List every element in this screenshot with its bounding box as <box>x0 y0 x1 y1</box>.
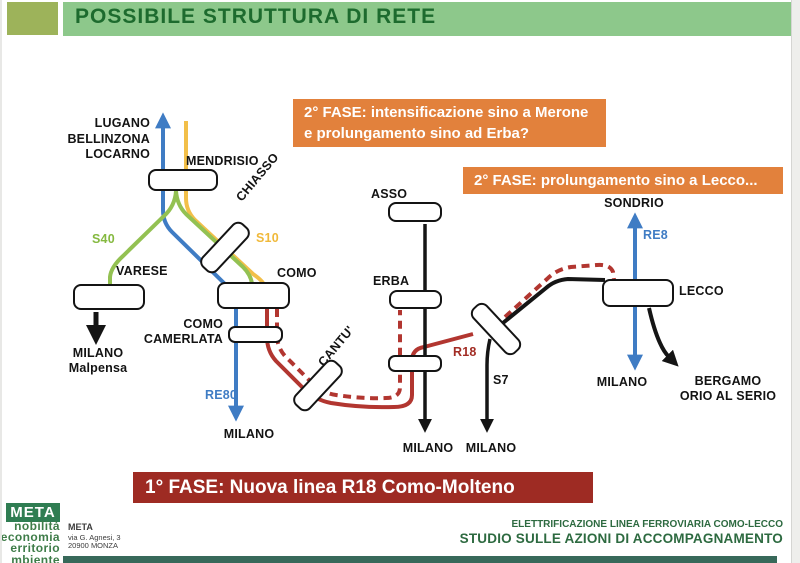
label-como: COMO <box>277 266 317 280</box>
arrow-lecco-bergamo <box>647 307 679 367</box>
label-milano-re8: MILANO <box>596 375 648 389</box>
line-s7-molteno-milano <box>480 338 494 433</box>
callout-fase2-merone-line2: e prolungamento sino ad Erba? <box>304 125 530 142</box>
title-bar <box>63 2 792 36</box>
page-title: POSSIBILE STRUTTURA DI RETE <box>75 5 437 28</box>
line-r18-dashed-como-erba <box>275 309 402 401</box>
label-line-s10: S10 <box>256 231 279 245</box>
label-asso: ASSO <box>371 187 408 201</box>
label-lecco: LECCO <box>679 284 724 298</box>
label-lugano-bellinzona-locarno: LUGANO BELLINZONA LOCARNO <box>67 116 150 161</box>
label-line-s40: S40 <box>92 232 115 246</box>
label-erba: ERBA <box>373 274 410 288</box>
station-box-merone <box>388 355 442 372</box>
station-box-lecco <box>602 279 674 307</box>
line-r18-dashed-molteno-lecco <box>503 262 616 319</box>
line-black-molteno-lecco <box>496 276 606 329</box>
label-line-re8: RE8 <box>643 228 668 242</box>
label-line-s7: S7 <box>493 373 509 387</box>
label-milano-malpensa: MILANO Malpensa <box>68 346 128 375</box>
label-bergamo-orio-al-serio: BERGAMO ORIO AL SERIO <box>679 374 777 403</box>
footer-bar <box>63 556 777 563</box>
scan-left-strip <box>0 0 2 563</box>
label-varese: VARESE <box>116 264 168 278</box>
meta-address: META via G. Agnesi, 3 20900 MONZA <box>68 522 121 550</box>
callout-fase2-merone-line1: 2° FASE: intensificazione sino a Merone <box>304 104 589 121</box>
callout-fase2-lecco: 2° FASE: prolungamento sino a Lecco... <box>463 167 783 194</box>
station-box-varese <box>73 284 145 310</box>
label-sondrio: SONDRIO <box>604 196 664 210</box>
scan-edge-line <box>791 0 792 563</box>
banner-fase1: 1° FASE: Nuova linea R18 Como-Molteno <box>133 472 593 503</box>
station-box-como-camerlata <box>228 326 283 343</box>
title-accent-square <box>7 2 58 35</box>
label-milano-asso: MILANO <box>402 441 454 455</box>
station-box-asso <box>388 202 442 222</box>
station-box-como <box>217 282 290 309</box>
project-title-block: ELETTRIFICAZIONE LINEA FERROVIARIA COMO-… <box>459 519 783 546</box>
line-s40-varese-branch <box>108 190 178 285</box>
callout-fase2-merone-erba: 2° FASE: intensificazione sino a Merone … <box>293 99 606 147</box>
scan-edge-strip <box>792 0 800 563</box>
station-box-mendrisio <box>148 169 218 191</box>
station-box-erba <box>389 290 442 309</box>
meta-logo: META <box>6 503 60 522</box>
line-s40-como-branch <box>174 190 254 285</box>
meta-logo-words: nobilità economia erritorio mbiente <box>0 519 60 563</box>
label-mendrisio: MENDRISIO <box>186 154 259 168</box>
label-line-re80: RE80 <box>205 388 238 402</box>
label-como-camerlata: COMO CAMERLATA <box>143 317 223 346</box>
label-line-r18: R18 <box>453 345 477 359</box>
label-milano-s7: MILANO <box>465 441 517 455</box>
label-milano-re80: MILANO <box>223 427 275 441</box>
